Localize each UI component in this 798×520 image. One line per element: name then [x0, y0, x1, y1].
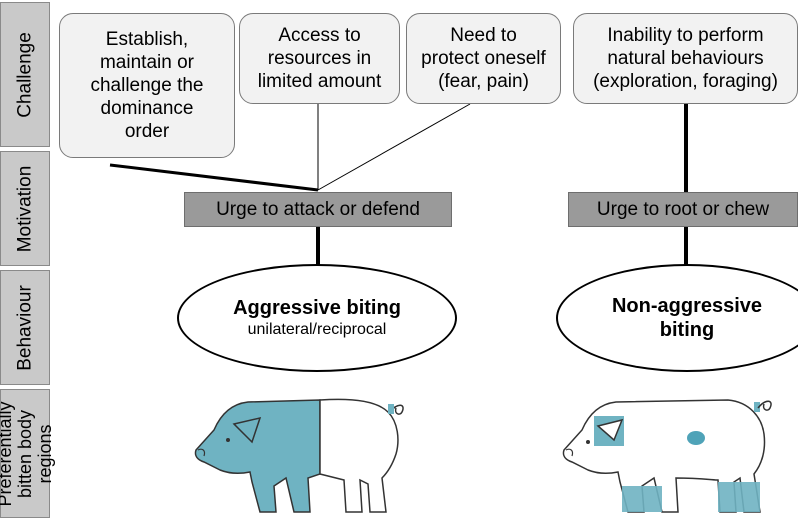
row-label-motivation: Motivation: [0, 151, 50, 266]
connector-protect: [317, 103, 471, 191]
aggressive-biting-title: Aggressive biting: [233, 297, 401, 319]
challenge-resources: Access to resources in limited amount: [239, 13, 400, 104]
challenge-protect: Need to protect oneself (fear, pain): [406, 13, 561, 104]
challenge-dominance: Establish, maintain or challenge the dom…: [59, 13, 235, 158]
pig-illustration-aggressive: [194, 398, 404, 513]
behaviour-non-aggressive-biting: Non-aggressive biting: [556, 264, 798, 372]
row-label-behaviour: Behaviour: [0, 270, 50, 385]
motivation-root-chew: Urge to root or chew: [568, 192, 798, 227]
motivation-attack-defend: Urge to attack or defend: [184, 192, 452, 227]
row-label-regions: Preferentially bitten body regions: [0, 389, 55, 518]
behaviour-aggressive-biting: Aggressive biting unilateral/reciprocal: [177, 264, 457, 372]
non-aggressive-biting-title: Non-aggressive biting: [611, 295, 763, 341]
pig-illustration-non-aggressive: [562, 399, 772, 513]
connector-dominance: [109, 163, 319, 192]
aggressive-biting-subtitle: unilateral/reciprocal: [247, 321, 387, 338]
row-label-challenge: Challenge: [0, 2, 50, 147]
challenge-natural-behaviours: Inability to perform natural behaviours …: [573, 13, 798, 104]
